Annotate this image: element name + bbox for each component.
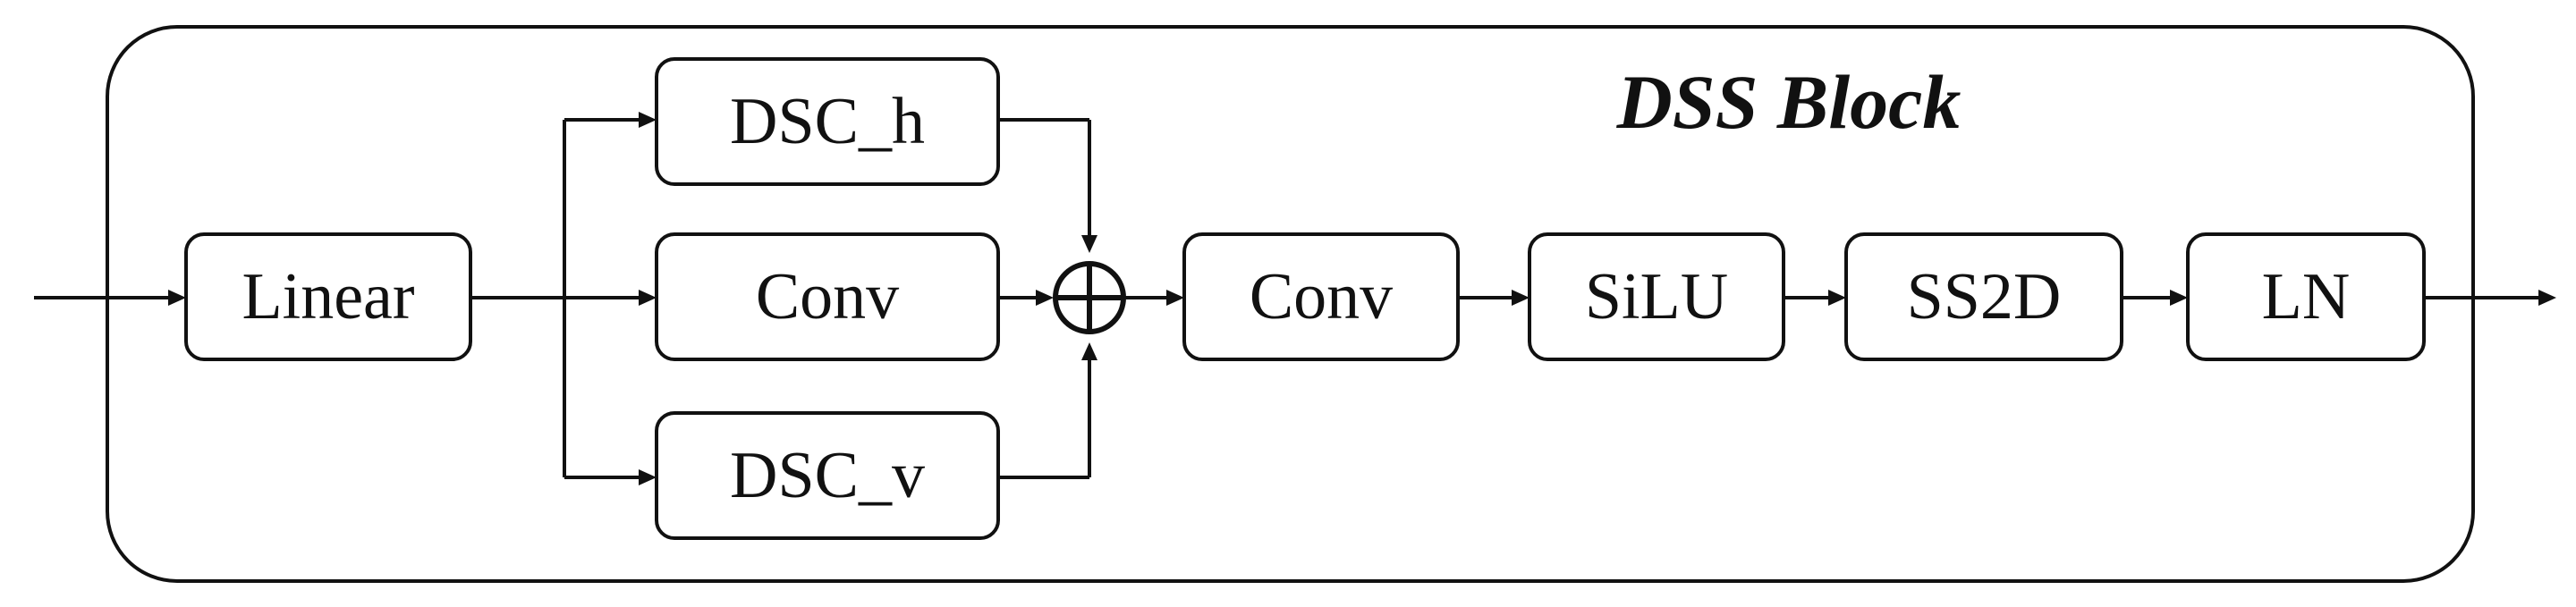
- conv-mid-to-sum-arrowhead: [1036, 290, 1054, 306]
- linear-to-conv-mid-arrowhead: [639, 290, 657, 306]
- ss2d-to-ln-arrowhead: [2170, 290, 2188, 306]
- branch-to-dsc-h-arrowhead: [639, 112, 657, 128]
- output-arrowhead: [2538, 290, 2556, 306]
- input-arrowhead: [168, 290, 186, 306]
- dsc-v-label: DSC_v: [730, 439, 925, 512]
- sum-to-conv-out-arrowhead: [1166, 290, 1184, 306]
- branch-to-dsc-v-arrowhead: [639, 469, 657, 485]
- silu-to-ss2d-arrowhead: [1828, 290, 1846, 306]
- diagram-title: DSS Block: [1616, 59, 1962, 145]
- linear-label: Linear: [242, 260, 414, 333]
- conv-out-label: Conv: [1250, 260, 1393, 333]
- conv-mid-label: Conv: [756, 260, 899, 333]
- dsc-v-to-sum-arrowhead: [1081, 342, 1097, 360]
- ln-label: LN: [2262, 260, 2351, 333]
- ss2d-label: SS2D: [1907, 260, 2062, 333]
- silu-label: SiLU: [1585, 260, 1728, 333]
- conv-out-to-silu-arrowhead: [1512, 290, 1530, 306]
- dsc-h-label: DSC_h: [730, 85, 925, 158]
- dsc-h-to-sum-arrowhead: [1081, 235, 1097, 253]
